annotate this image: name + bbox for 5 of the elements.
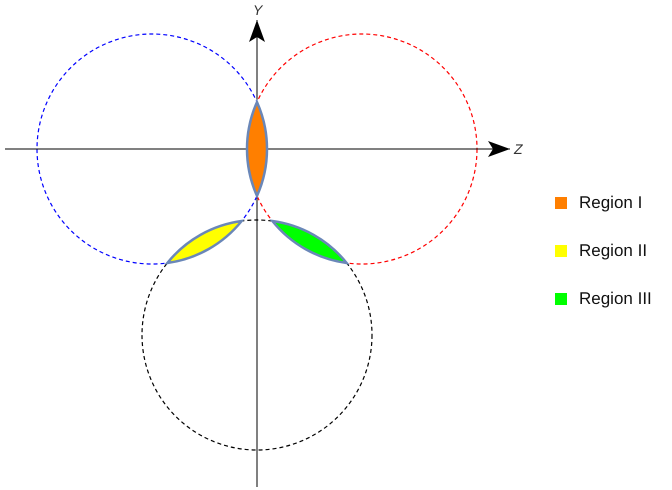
legend-label: Region II (579, 242, 648, 259)
axis-label: Y (253, 3, 262, 17)
axis-label: Z (514, 142, 523, 156)
legend-label: Region I (579, 194, 642, 211)
legend-label: Region III (579, 290, 652, 307)
